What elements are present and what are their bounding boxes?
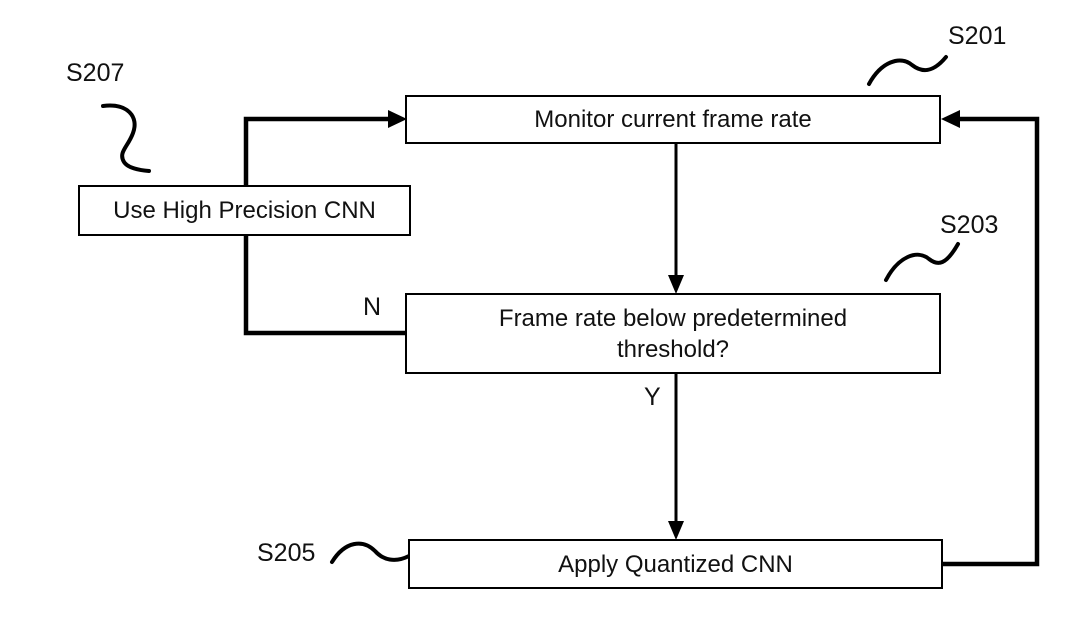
s207-leader-squiggle <box>101 103 151 173</box>
arrowhead-down-threshold-icon <box>668 275 684 294</box>
flow-box-threshold-decision: Frame rate below predetermined threshold… <box>405 293 941 374</box>
arrowhead-left-monitor-icon <box>941 110 960 128</box>
flow-box-monitor-frame-rate: Monitor current frame rate <box>405 95 941 144</box>
step-label-s207: S207 <box>66 59 125 87</box>
branch-label-yes: Y <box>644 383 661 411</box>
arrowhead-down-quantized-icon <box>668 521 684 540</box>
flow-box-label: Monitor current frame rate <box>534 106 812 133</box>
branch-label-no: N <box>363 293 382 321</box>
edge-feedback-loop <box>941 116 1040 567</box>
flow-box-label: Apply Quantized CNN <box>558 550 793 578</box>
flow-box-label: Frame rate below predetermined threshold… <box>498 304 848 363</box>
arrowhead-right-monitor-icon <box>388 110 407 128</box>
flow-box-apply-quantized-cnn: Apply Quantized CNN <box>408 539 943 589</box>
flow-box-high-precision-cnn: Use High Precision CNN <box>78 185 411 236</box>
step-label-s203: S203 <box>940 211 999 239</box>
flow-box-label: Use High Precision CNN <box>113 197 376 224</box>
s201-leader-squiggle <box>867 55 948 86</box>
step-label-s205: S205 <box>257 539 316 567</box>
s203-leader-squiggle <box>884 242 960 282</box>
step-label-s201: S201 <box>948 22 1007 50</box>
s205-leader-squiggle <box>330 541 411 564</box>
